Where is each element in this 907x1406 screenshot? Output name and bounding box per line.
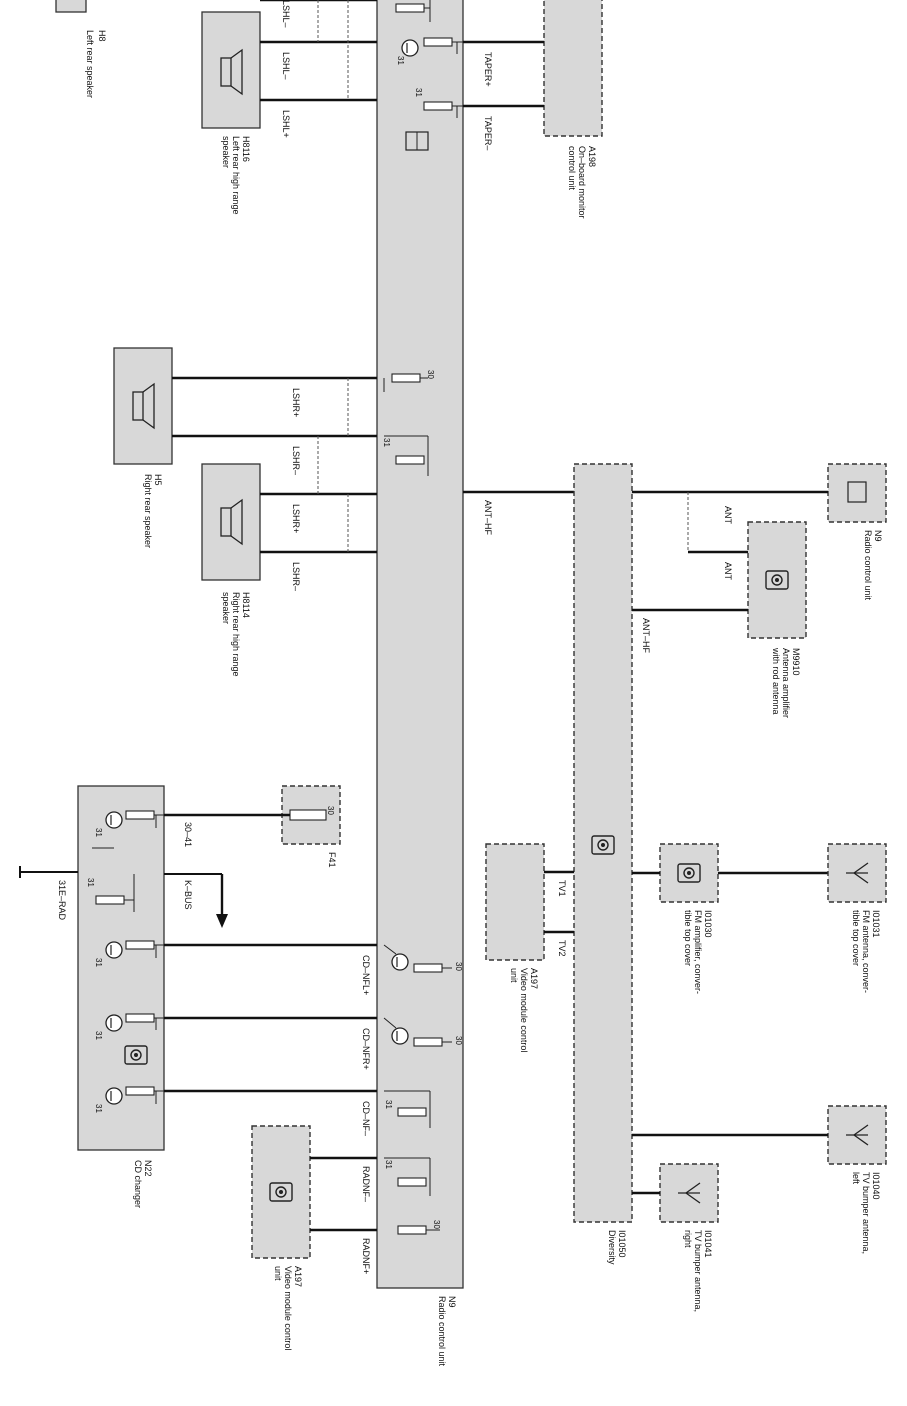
transistor-icon: [391, 953, 409, 971]
pin-30-a: 30: [426, 370, 435, 379]
i01041-name: TV bumper antenna, right: [683, 1230, 703, 1313]
h8116-code: H8116: [241, 136, 251, 162]
a198-code: A198: [587, 146, 597, 168]
i01040-code: I01040: [871, 1172, 881, 1200]
ant-hf-main-label: ANT–HF: [483, 500, 493, 536]
t31e-rad-label: 31E–RAD: [57, 880, 67, 921]
transistor-icon: [105, 1014, 123, 1032]
i01050-name: Diversity: [607, 1230, 617, 1265]
pin-31-n3: 31: [94, 958, 103, 967]
lshr-plus-b-label: LSHR+: [291, 504, 301, 534]
radnf-plus-label: RADNF+: [361, 1238, 371, 1275]
ant-hf-div-label: ANT–HF: [641, 618, 651, 654]
h8114-code: H8114: [241, 592, 251, 618]
h5-code: H5: [153, 474, 163, 486]
lshl-plus-label: LSHL+: [281, 110, 291, 138]
a197-upper-name: Video module control unit: [509, 968, 529, 1053]
pin-31-e: 31: [384, 1160, 393, 1169]
transistor-icon: [401, 39, 419, 57]
lshl-minus-a-label: LSHL–: [281, 0, 291, 28]
pin-31-c: 31: [382, 438, 391, 447]
i01031-code: I01031: [871, 910, 881, 938]
n22-code: N22: [143, 1160, 153, 1177]
f41-code: F41: [327, 852, 337, 868]
taper-plus-label: TAPER+: [483, 52, 493, 87]
m9910-name: Antenna amplifier with rod antenna: [771, 648, 791, 719]
lshl-minus-b-label: LSHL–: [281, 52, 291, 80]
lshr-minus-b-label: LSHR–: [291, 562, 301, 592]
h8-name: Left rear speaker: [85, 30, 95, 99]
n9-small-code: N9: [873, 530, 883, 542]
t30-41-label: 30–41: [183, 822, 193, 848]
a198-name: On–board monitor control unit: [567, 146, 587, 219]
f41-pin: 30: [326, 806, 335, 815]
transistor-icon: [105, 941, 123, 959]
k-bus-label: K–BUS: [183, 880, 193, 910]
transistor-icon: [105, 811, 123, 829]
cd-nfl-label: CD–NFL+: [361, 955, 371, 996]
h8-code: H8: [97, 30, 107, 42]
transistor-icon: [391, 1027, 409, 1045]
radio-control-small-box: [827, 463, 887, 523]
i01041-code: I01041: [703, 1230, 713, 1258]
h8116-name: Left rear high range speaker: [221, 136, 241, 215]
pin-31-a: 31: [396, 56, 405, 65]
h8114-name: Right rear high range speaker: [221, 592, 241, 677]
i01050-code: I01050: [617, 1230, 627, 1258]
arrow-down-icon: [216, 914, 228, 928]
pin-31-n2: 31: [86, 878, 95, 887]
n9-main-code: N9: [447, 1296, 457, 1308]
tv1-label: TV1: [557, 880, 567, 897]
video-module-upper-box: [485, 843, 545, 961]
lshr-minus-a-label: LSHR–: [291, 446, 301, 476]
a197-lower-name: Video module control unit: [273, 1266, 293, 1351]
i01031-name: FM antenna, conver- tible top cover: [851, 910, 871, 994]
taper-minus-label: TAPER–: [483, 116, 493, 151]
tv2-label: TV2: [557, 940, 567, 957]
fuse-icon: [289, 809, 327, 821]
left-rear-speaker-box: [55, 0, 87, 13]
a197-lower-code: A197: [293, 1266, 303, 1288]
h5-name: Right rear speaker: [143, 474, 153, 549]
n9-main-name: Radio control unit: [437, 1296, 447, 1367]
radio-control-unit-box: [376, 0, 464, 1289]
m9910-code: M9910: [791, 648, 801, 676]
pin-31-d: 31: [384, 1100, 393, 1109]
cd-nfr-label: CD–NFR+: [361, 1028, 371, 1070]
cd-nf-label: CD–NF–: [361, 1101, 371, 1137]
pin-31-b: 31: [414, 88, 423, 97]
transistor-icon: [105, 1087, 123, 1105]
pin-31-n4: 31: [94, 1031, 103, 1040]
n9-small-name: Radio control unit: [863, 530, 873, 601]
i01030-name: FM amplifier, conver- tible top cover: [683, 910, 703, 995]
n22-name: CD changer: [133, 1160, 143, 1209]
lshr-plus-a-label: LSHR+: [291, 388, 301, 418]
pin-31-n5: 31: [94, 1104, 103, 1113]
i01030-code: I01030: [703, 910, 713, 938]
pin-31-n1: 31: [94, 828, 103, 837]
a197-upper-code: A197: [529, 968, 539, 990]
pin-30-d: 30: [432, 1220, 441, 1229]
ant-a-label: ANT: [723, 506, 733, 524]
pin-30-c: 30: [454, 1036, 463, 1045]
i01040-name: TV bumper antenna, left: [851, 1172, 871, 1255]
radnf-minus-label: RADNF–: [361, 1166, 371, 1203]
radio-icon: [847, 481, 867, 503]
ant-b-label: ANT: [723, 562, 733, 580]
pin-30-b: 30: [454, 962, 463, 971]
onboard-monitor-box: [543, 0, 603, 137]
